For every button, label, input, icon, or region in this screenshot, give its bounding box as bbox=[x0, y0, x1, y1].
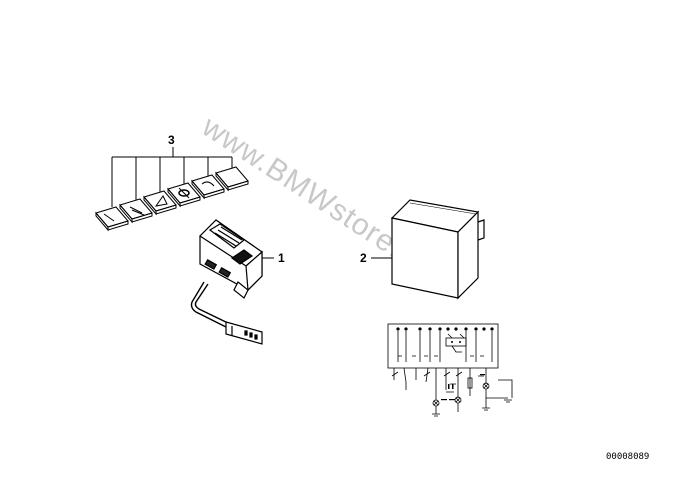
relay-module bbox=[390, 199, 485, 300]
drawing-number: 00008089 bbox=[606, 452, 649, 462]
switch-front-face bbox=[245, 250, 263, 292]
button-cap bbox=[143, 190, 177, 216]
callout-1: 1 bbox=[278, 251, 285, 265]
switch-assembly bbox=[190, 219, 263, 345]
switch-plug bbox=[225, 321, 263, 345]
switch-cable bbox=[190, 281, 229, 329]
schematic-pins bbox=[396, 327, 494, 331]
switch-rocker bbox=[208, 223, 246, 249]
callout-2: 2 bbox=[360, 251, 367, 265]
relay-side-face bbox=[457, 210, 479, 300]
button-cap bbox=[215, 166, 249, 192]
button-cap bbox=[119, 198, 153, 224]
relay-front-face bbox=[391, 217, 459, 299]
button-cap bbox=[95, 206, 129, 232]
button-cap bbox=[167, 182, 201, 208]
schematic-labels bbox=[441, 341, 485, 401]
switch-indicator bbox=[230, 249, 254, 265]
button-cap bbox=[191, 174, 225, 200]
schematic-frame bbox=[387, 323, 499, 369]
callout-3: 3 bbox=[168, 133, 175, 147]
button-caps-group bbox=[95, 147, 249, 232]
wiring-schematic bbox=[387, 323, 513, 417]
